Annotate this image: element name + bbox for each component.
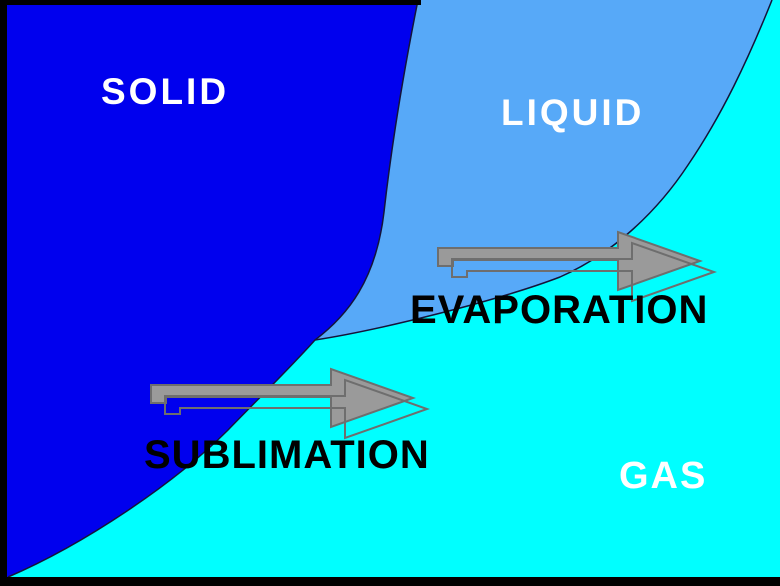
top-border [0,0,421,5]
evaporation-process-label: EVAPORATION [410,288,709,332]
left-border [0,0,7,586]
liquid-region [315,0,772,340]
solid-boundary-curve [7,0,419,578]
bottom-border [0,577,780,586]
sublimation-process-label: SUBLIMATION [144,433,430,477]
solid-region [0,0,418,581]
gas-region-label: GAS [619,455,708,497]
solid-region-label: SOLID [101,71,230,112]
liquid-region-label: LIQUID [501,92,645,133]
